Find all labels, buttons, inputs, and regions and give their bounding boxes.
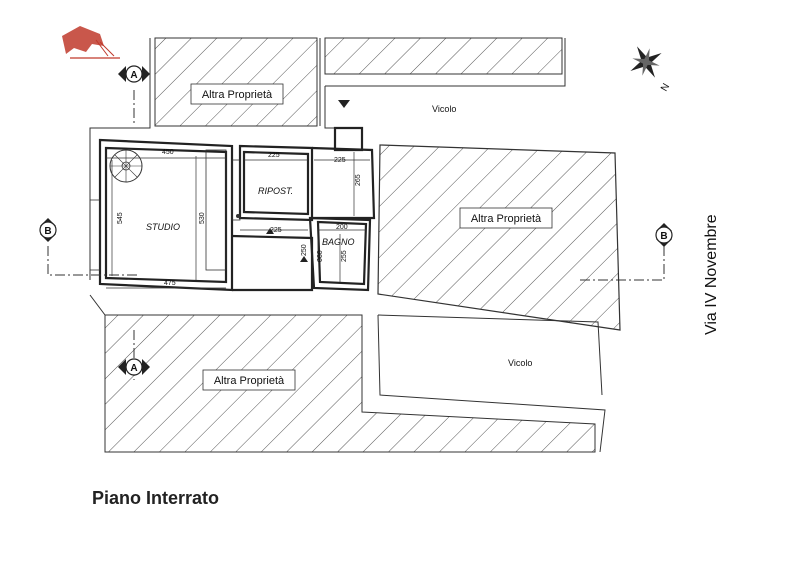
- dim-225-right: 225: [334, 157, 346, 164]
- street-label: Via IV Novembre: [703, 214, 720, 335]
- dim-530: 530: [199, 212, 206, 224]
- label-altra-proprieta-top: Altra Proprietà: [202, 89, 273, 101]
- dim-225-mid: 225: [270, 227, 282, 234]
- dim-475: 475: [164, 280, 176, 287]
- marker-a-bottom-label: A: [130, 363, 137, 374]
- dim-545: 545: [117, 212, 124, 224]
- spiral-stair: [109, 149, 143, 183]
- label-vicolo-right: Vicolo: [508, 358, 532, 368]
- section-marker-a-top: A: [118, 65, 150, 83]
- plan-title: Piano Interrato: [92, 488, 220, 508]
- dim-225-top: 225: [268, 152, 280, 159]
- altra-proprieta-top-right: [324, 37, 563, 75]
- section-marker-a-bottom: A: [118, 358, 150, 376]
- label-altra-proprieta-bottom: Altra Proprietà: [214, 375, 285, 387]
- dim-255: 255: [341, 250, 348, 262]
- section-marker-b-left: B: [39, 218, 57, 242]
- dimension-lines: [106, 152, 370, 289]
- room-ripostiglio-label: RIPOST.: [258, 186, 293, 196]
- marker-b-right-label: B: [660, 231, 667, 242]
- dim-200: 200: [336, 224, 348, 231]
- dim-250: 250: [301, 244, 308, 256]
- room-bagno-label: BAGNO: [322, 237, 355, 247]
- label-vicolo-top: Vicolo: [432, 104, 456, 114]
- altra-proprieta-bottom: [104, 314, 596, 453]
- marker-a-top-label: A: [130, 70, 137, 81]
- marker-b-left-label: B: [44, 226, 51, 237]
- room-studio-label: STUDIO: [146, 222, 180, 232]
- label-altra-proprieta-right: Altra Proprietà: [471, 213, 542, 225]
- logo-icon: [62, 26, 120, 59]
- dim-450: 450: [162, 149, 174, 156]
- building-walls: [98, 126, 376, 292]
- dim-265: 265: [355, 174, 362, 186]
- altra-proprieta-right: [377, 144, 621, 331]
- compass-rose-icon: [630, 46, 662, 78]
- altra-proprieta-top: [154, 37, 318, 127]
- dim-060: 060: [317, 250, 324, 262]
- north-label: N: [659, 82, 672, 94]
- section-marker-b-right: B: [655, 223, 673, 247]
